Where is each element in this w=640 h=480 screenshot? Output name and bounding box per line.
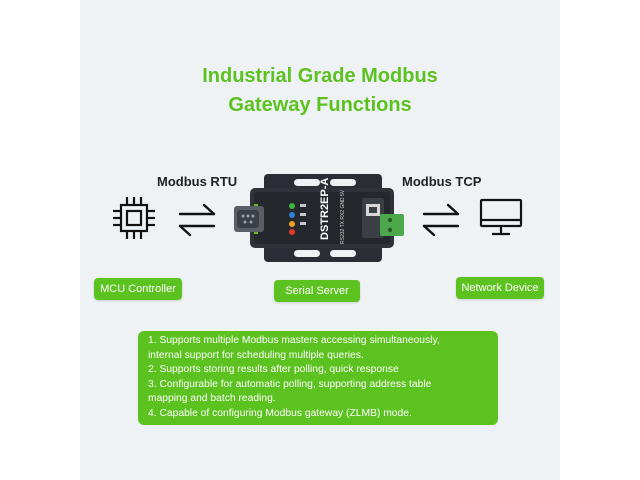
exchange-arrows-icon: [422, 203, 460, 237]
modbus-tcp-label: Modbus TCP: [402, 174, 482, 189]
title-line-1: Industrial Grade Modbus: [202, 65, 438, 87]
feature-line: 3. Configurable for automatic polling, s…: [148, 378, 432, 390]
feature-line: 4. Capable of configuring Modbus gateway…: [148, 407, 412, 419]
serial-server-label: Serial Server: [274, 280, 360, 302]
feature-line: internal support for scheduling multiple…: [148, 349, 364, 361]
feature-line: mapping and batch reading.: [148, 393, 276, 405]
mcu-controller-label: MCU Controller: [94, 278, 182, 300]
feature-line: 2. Supports storing results after pollin…: [148, 364, 399, 376]
title-line-2: Gateway Functions: [228, 94, 412, 116]
page-title: Industrial Grade Modbus Gateway Function…: [80, 62, 560, 120]
exchange-arrows-icon: [178, 203, 216, 237]
network-device-label: Network Device: [456, 277, 544, 299]
serial-server-device-image: DSTR2EP-A RS232 TX RX2 GND 5V: [234, 174, 404, 262]
chip-icon: [113, 197, 155, 239]
features-box: 1. Supports multiple Modbus masters acce…: [138, 331, 498, 425]
modbus-rtu-label: Modbus RTU: [157, 174, 238, 189]
device-model-text: DSTR2EP-A: [319, 178, 331, 240]
monitor-icon: [479, 198, 523, 236]
feature-line: 1. Supports multiple Modbus masters acce…: [148, 335, 440, 346]
device-side-text: RS232 TX RX2 GND 5V: [340, 189, 346, 244]
